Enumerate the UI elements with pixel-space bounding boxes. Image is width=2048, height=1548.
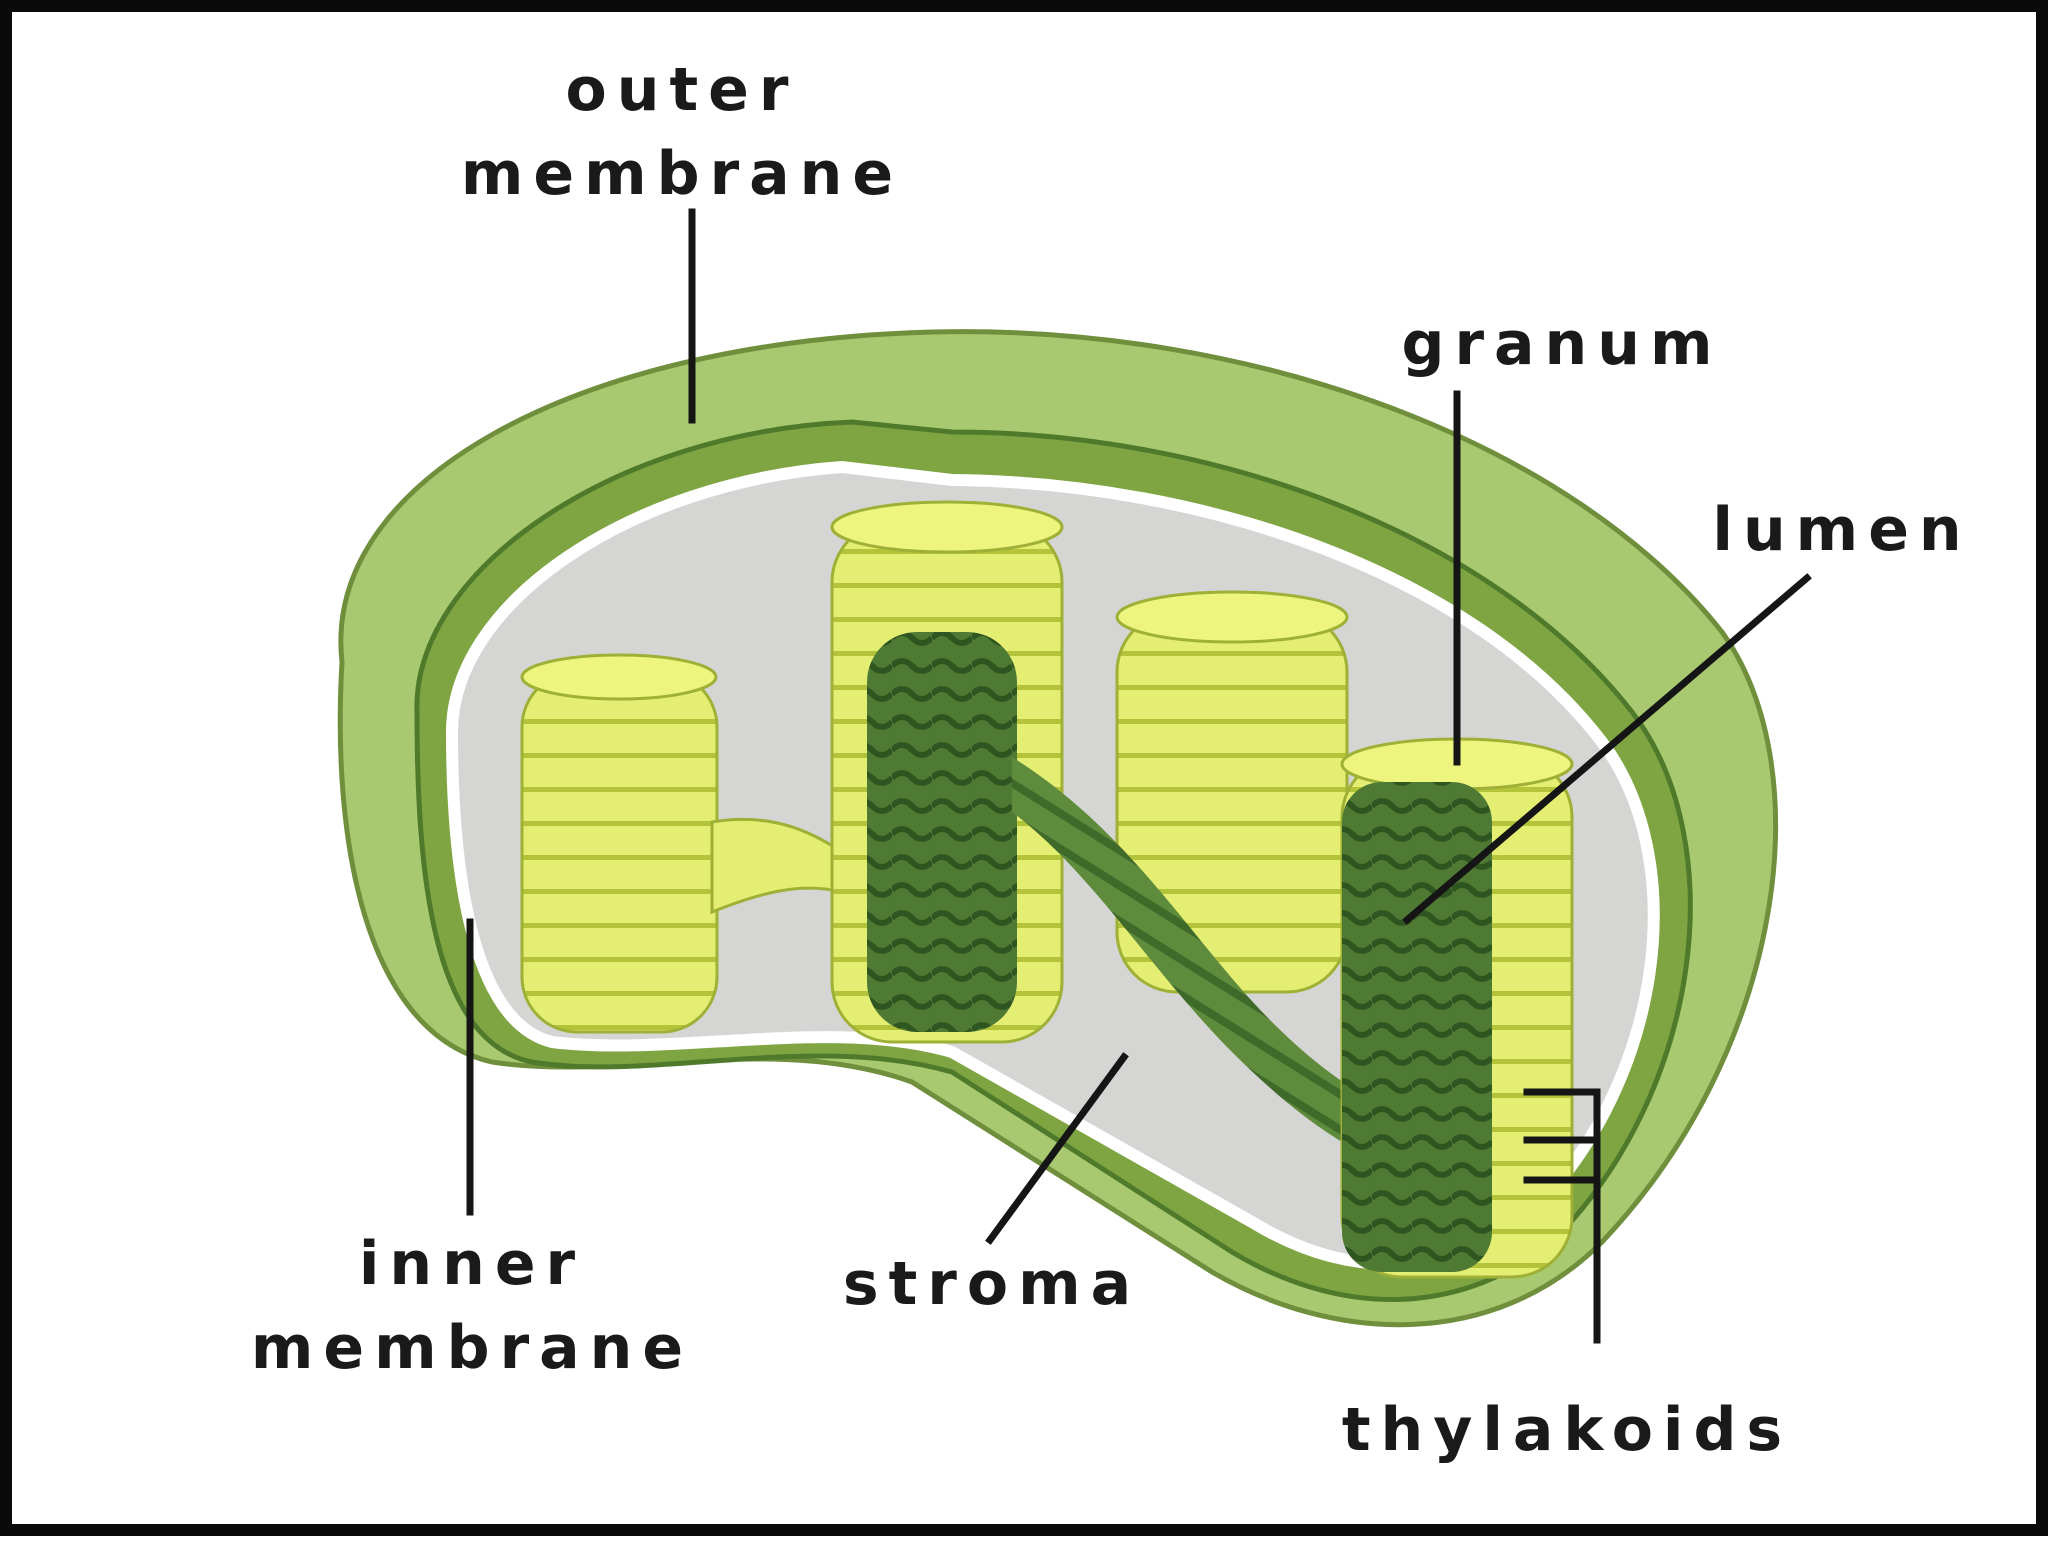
- leader-stroma: [985, 1052, 1129, 1245]
- leader-lumen: [1402, 573, 1812, 925]
- label-outer-membrane: outer membrane: [452, 48, 912, 216]
- granum-front-right: [1340, 737, 1574, 1279]
- granum-left: [520, 653, 719, 1034]
- stroma-lamella-band: [1012, 757, 1382, 1162]
- label-granum-text: granum: [1401, 309, 1723, 379]
- label-thylakoids-text: thylakoids: [1341, 1395, 1793, 1465]
- label-stroma-text: stroma: [842, 1249, 1142, 1319]
- granum-center: [830, 500, 1064, 1044]
- label-stroma: stroma: [822, 1242, 1162, 1326]
- label-lumen: lumen: [1702, 488, 1982, 572]
- label-inner-membrane: inner membrane: [232, 1222, 712, 1390]
- label-outer-membrane-line2: membrane: [460, 139, 904, 209]
- label-outer-membrane-line1: outer: [565, 55, 799, 125]
- label-inner-membrane-line2: membrane: [250, 1313, 694, 1383]
- granum-middle-right: [1115, 590, 1349, 994]
- thylakoids-bracket: [1523, 1088, 1601, 1344]
- label-lumen-text: lumen: [1712, 495, 1972, 565]
- label-inner-membrane-line1: inner: [358, 1229, 586, 1299]
- label-thylakoids: thylakoids: [1332, 1388, 1802, 1472]
- chloroplast-illustration: [337, 208, 1812, 1344]
- label-granum: granum: [1392, 302, 1732, 386]
